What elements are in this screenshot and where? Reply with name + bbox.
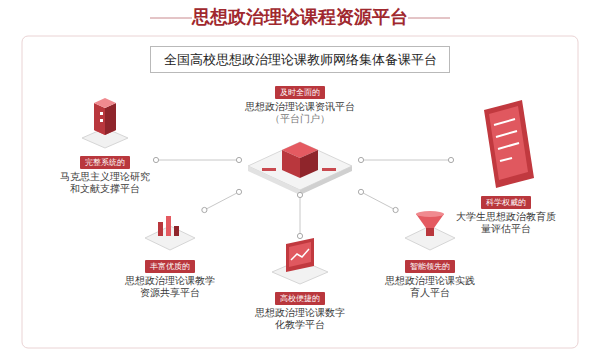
screen-icon	[272, 238, 328, 284]
end-dot	[297, 233, 302, 238]
tag-row: 完整系统的	[57, 150, 153, 171]
chart-icon	[145, 216, 195, 250]
title-rule	[408, 18, 450, 19]
platform-name: 思想政治理论课数字化教学平台	[252, 307, 348, 331]
tag-label: 及时全面的	[275, 86, 325, 99]
end-dot	[358, 189, 363, 194]
title-rule	[150, 18, 192, 19]
connector-line	[361, 160, 451, 161]
tag-label: 丰富优质的	[145, 260, 195, 273]
platform-name: 思想政治理论课实践育人平台	[382, 275, 478, 299]
platform-name: 思想政治理论课资讯平台	[242, 101, 358, 113]
tag-row: 及时全面的	[242, 80, 358, 101]
header-text: 全国高校思想政治理论课教师网络集体备课平台	[157, 52, 443, 67]
portal-icon	[248, 142, 352, 195]
end-dot	[393, 207, 398, 212]
outer-frame	[22, 36, 578, 348]
connector	[153, 157, 241, 162]
tower-icon	[82, 98, 128, 148]
platform-node: 智能领先的思想政治理论课实践育人平台	[379, 210, 481, 302]
connector	[358, 189, 398, 212]
connector	[297, 192, 302, 238]
end-dot	[236, 157, 241, 162]
title: 思想政治理论课程资源平台	[0, 5, 600, 29]
end-dot	[297, 192, 302, 197]
tag-row: 科学权威的	[454, 190, 558, 211]
platform-node: 科学权威的大学生思想政治教育质量评估平台	[451, 96, 561, 238]
end-dot	[236, 189, 241, 194]
tag-label: 智能领先的	[405, 260, 455, 273]
tablet-icon	[484, 100, 534, 188]
platform-name: 马克思主义理论研究和文献支撑平台	[57, 171, 153, 195]
platform-name: 思想政治理论课教学资源共享平台	[122, 275, 218, 299]
tag-row: 智能领先的	[382, 254, 478, 275]
platform-name: 大学生思想政治教育质量评估平台	[454, 211, 558, 235]
end-dot	[202, 207, 207, 212]
tag-label: 高校便捷的	[275, 292, 325, 305]
tag-row: 高校便捷的	[252, 286, 348, 307]
end-dot	[358, 157, 363, 162]
portal-node: 及时全面的思想政治理论课资讯平台（平台门户）	[239, 78, 361, 195]
tag-label: 科学权威的	[481, 196, 531, 209]
platform-node: 高校便捷的思想政治理论课数字化教学平台	[249, 236, 351, 334]
header-box: 全国高校思想政治理论课教师网络集体备课平台	[150, 46, 450, 73]
tag-row: 丰富优质的	[122, 254, 218, 275]
connector-line	[204, 192, 239, 210]
funnel-icon	[405, 211, 455, 250]
connector	[358, 157, 453, 162]
platform-node: 丰富优质的思想政治理论课教学资源共享平台	[119, 210, 221, 302]
connector-line	[300, 195, 301, 236]
connector-line	[156, 160, 239, 161]
end-dot	[448, 157, 453, 162]
tag-label: 完整系统的	[80, 156, 130, 169]
connector-line	[361, 192, 396, 210]
sub-note: （平台门户）	[242, 113, 358, 125]
connector	[202, 189, 242, 212]
platform-node: 完整系统的马克思主义理论研究和文献支撑平台	[54, 98, 156, 198]
end-dot	[153, 157, 158, 162]
